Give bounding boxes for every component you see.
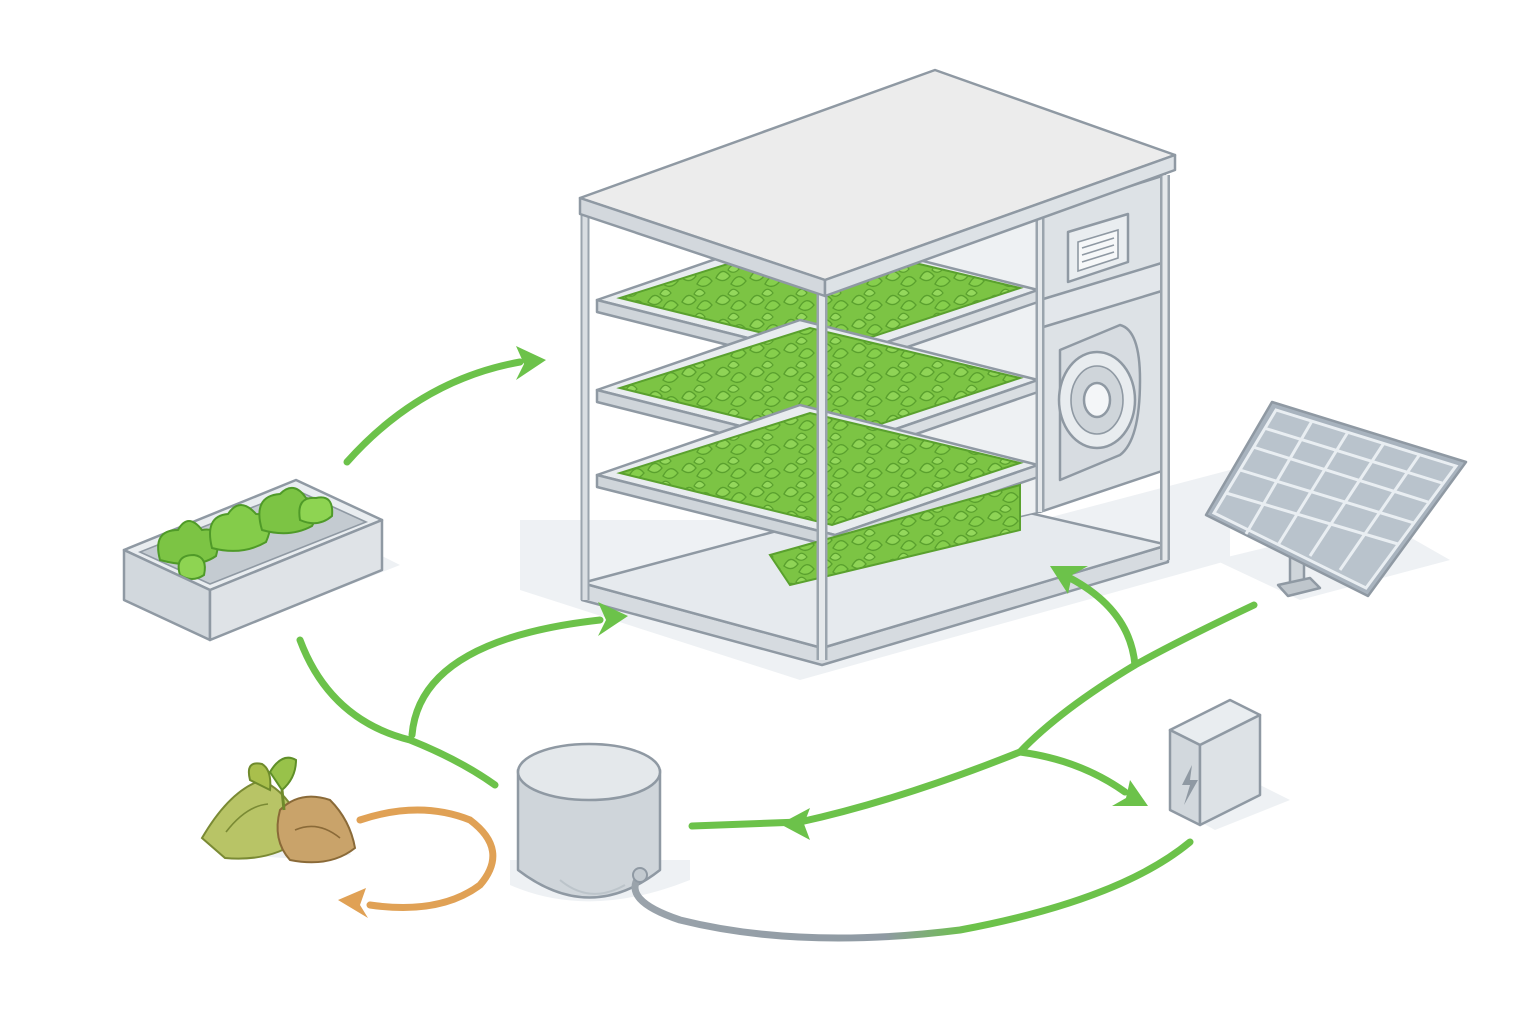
vertical-farm-rack-icon <box>520 68 1230 680</box>
seedling-tray-icon <box>122 478 400 642</box>
solar-panel-icon <box>1204 400 1468 600</box>
ventilation-unit-icon <box>1066 212 1130 284</box>
compost-waste-icon <box>200 756 357 864</box>
seedling-plants <box>157 487 334 580</box>
flow-arrows <box>296 346 1258 942</box>
battery-lightning-icon <box>1168 698 1290 830</box>
waste-cycle-arrow <box>338 806 497 918</box>
flow-battery-to-tank <box>631 838 1194 942</box>
flow-tank-to-farm <box>408 602 628 739</box>
flow-solar-to-battery <box>1016 748 1148 806</box>
flow-solar-to-tank <box>688 661 1139 840</box>
fan-icon <box>1057 323 1142 482</box>
digester-tank-icon <box>510 742 690 902</box>
flow-tray-to-tank <box>296 636 499 789</box>
flow-tray-to-farm <box>343 346 546 466</box>
